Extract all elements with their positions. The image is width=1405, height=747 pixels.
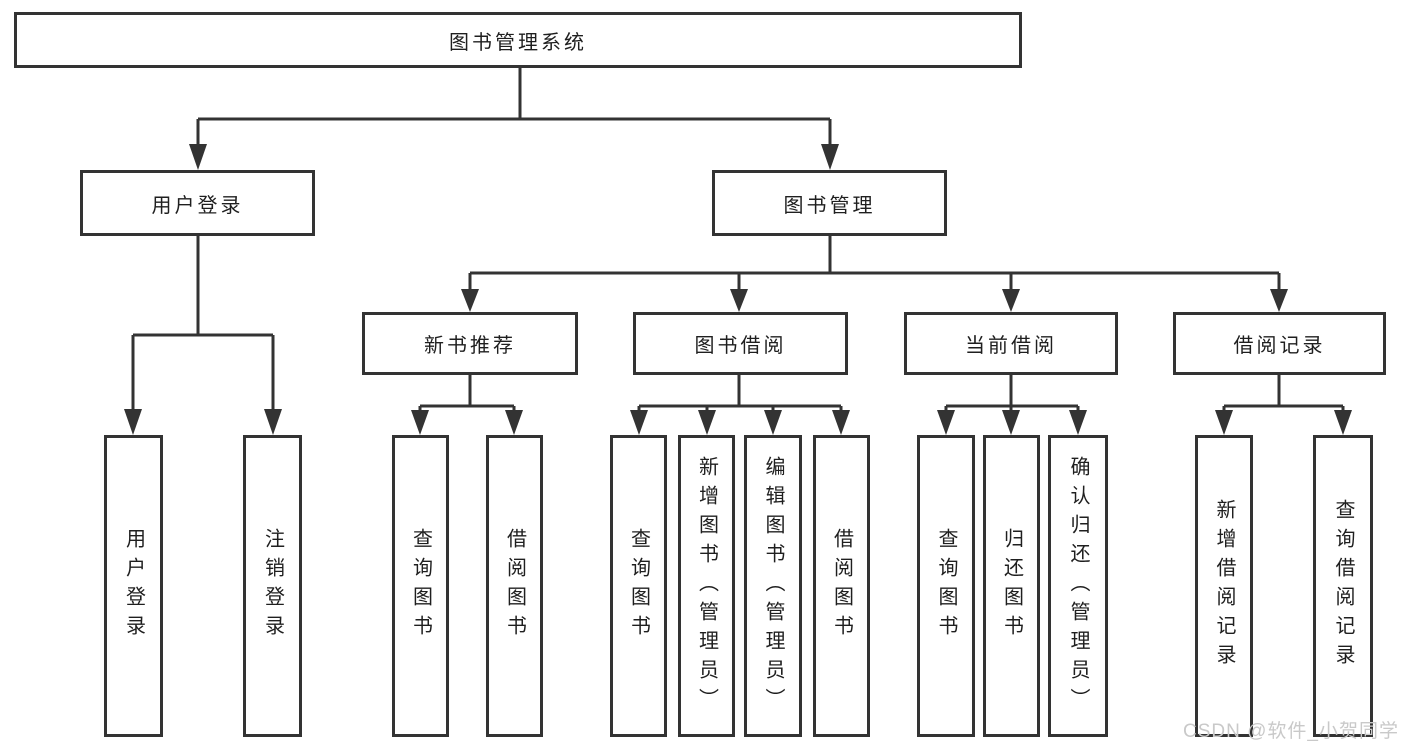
node-library-management-system: 图书管理系统 (14, 12, 1022, 68)
leaf-return-books: 归还图书 (983, 435, 1040, 737)
leaf-edit-books-admin: 编辑图书（管理员） (744, 435, 802, 737)
node-current-borrow: 当前借阅 (904, 312, 1118, 375)
leaf-user-login: 用户登录 (104, 435, 163, 737)
leaf-confirm-return-admin: 确认归还（管理员） (1048, 435, 1108, 737)
leaf-query-books-borrow: 查询图书 (610, 435, 667, 737)
node-borrow-records: 借阅记录 (1173, 312, 1386, 375)
leaf-add-books-admin: 新增图书（管理员） (678, 435, 735, 737)
leaf-logout: 注销登录 (243, 435, 302, 737)
leaf-query-books-recommend: 查询图书 (392, 435, 449, 737)
csdn-watermark: CSDN @软件_小贺同学 (1183, 721, 1399, 742)
node-book-management: 图书管理 (712, 170, 947, 236)
leaf-borrow-books: 借阅图书 (813, 435, 870, 737)
node-book-borrow: 图书借阅 (633, 312, 848, 375)
leaf-add-borrow-record: 新增借阅记录 (1195, 435, 1253, 737)
leaf-query-borrow-record: 查询借阅记录 (1313, 435, 1373, 737)
leaf-query-books-current: 查询图书 (917, 435, 975, 737)
leaf-borrow-books-recommend: 借阅图书 (486, 435, 543, 737)
node-new-book-recommend: 新书推荐 (362, 312, 578, 375)
node-user-login: 用户登录 (80, 170, 315, 236)
